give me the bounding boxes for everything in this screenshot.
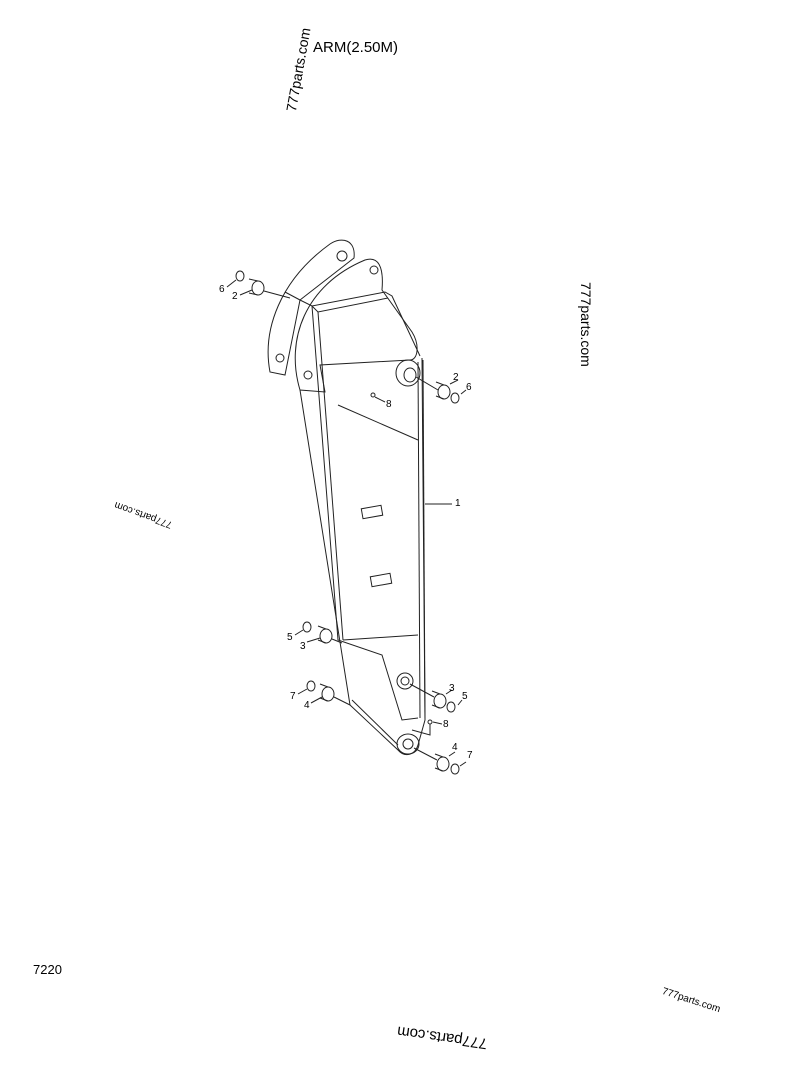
ring-6-left [235,270,245,282]
bushing-4-left [319,683,335,702]
bushing-3-left [317,625,333,644]
callout-3: 3 [449,683,455,694]
diagram-code: 7220 [33,962,62,977]
callout-2: 2 [232,291,238,302]
callout-6: 6 [219,284,225,295]
callout-5: 5 [287,632,293,643]
ring-7-left [306,680,316,692]
diagram-title: ARM(2.50M) [313,39,399,56]
arm-body [299,357,426,756]
ring-5-left [302,621,312,633]
callout-8: 8 [443,719,449,730]
grease-nipple-8-lower [427,719,433,725]
rear-boss-plate [267,239,355,376]
callout-6: 6 [466,382,472,393]
bushing-2-left [248,278,265,296]
ring-6-right [450,392,460,404]
bushing-3-right [431,690,447,709]
grease-nipple-8-upper [370,392,376,398]
callout-7: 7 [467,750,473,761]
callout-1: 1 [455,498,461,509]
front-boss-plate [294,258,418,393]
ring-5-right [446,701,456,713]
callout-7: 7 [290,691,296,702]
callout-3: 3 [300,641,306,652]
callout-4: 4 [304,700,310,711]
bushing-2-right [435,381,451,400]
bushing-4-right [434,753,450,772]
callout-8: 8 [386,399,392,410]
ring-7-right [450,763,460,775]
callout-2: 2 [453,372,459,383]
callout-5: 5 [462,691,468,702]
callout-4: 4 [452,742,458,753]
